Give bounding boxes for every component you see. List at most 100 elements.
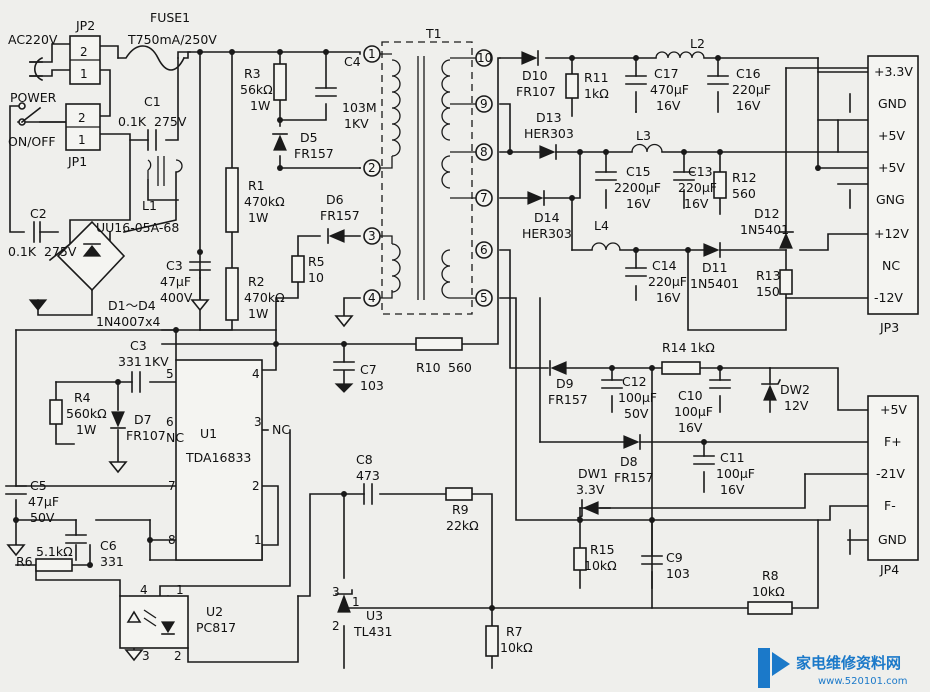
cap-c9: [641, 555, 663, 565]
label-ac220v: AC220V: [8, 32, 58, 47]
label-c5: C5: [30, 478, 47, 493]
label-dw2: DW2: [780, 382, 810, 397]
diode-d11: [703, 243, 720, 257]
zener-dw2: [763, 384, 777, 401]
label-r5: R5: [308, 254, 325, 269]
watermark: 家电维修资料网 www.520101.com: [758, 648, 908, 688]
svg-text:331: 331: [100, 554, 124, 569]
jp3-pin-3: +5V: [878, 128, 905, 143]
svg-text:1: 1: [352, 595, 360, 609]
svg-text:2: 2: [368, 161, 376, 175]
svg-text:560: 560: [448, 360, 472, 375]
svg-text:NC: NC: [272, 422, 290, 437]
label-d6: D6: [326, 192, 344, 207]
svg-text:470kΩ: 470kΩ: [244, 290, 285, 305]
jp3-pin-4: +5V: [878, 160, 905, 175]
diode-d5: [273, 134, 287, 151]
inductor-l2: [655, 51, 705, 59]
svg-text:103: 103: [666, 566, 690, 581]
resistor-r5: [291, 255, 305, 283]
svg-text:1: 1: [368, 47, 376, 61]
label-jp2: JP2: [75, 18, 95, 33]
resistor-r10: [415, 337, 463, 351]
diode-d14: [527, 191, 544, 205]
label-d13: D13: [536, 110, 562, 125]
inductors: [147, 51, 705, 251]
t1-pin-5: [475, 289, 493, 307]
svg-text:16V: 16V: [684, 196, 709, 211]
label-r8: R8: [762, 568, 779, 583]
resistor-r1: [225, 167, 239, 233]
svg-text:FR157: FR157: [294, 146, 334, 161]
cap-c10: [709, 379, 731, 389]
svg-text:10kΩ: 10kΩ: [584, 558, 617, 573]
svg-text:1: 1: [78, 133, 86, 147]
svg-text:1kΩ: 1kΩ: [584, 86, 609, 101]
svg-text:5: 5: [166, 367, 174, 381]
svg-text:HER303: HER303: [522, 226, 572, 241]
inductor-l3: [631, 143, 663, 153]
t1-pin-6: [475, 241, 493, 259]
svg-text:47μF: 47μF: [160, 274, 191, 289]
svg-text:3: 3: [254, 415, 262, 429]
label-d5: D5: [300, 130, 318, 145]
svg-text:16V: 16V: [720, 482, 745, 497]
t1-pin-3: [363, 227, 381, 245]
resistor-r9: [445, 487, 473, 501]
svg-text:473: 473: [356, 468, 380, 483]
jp3-pin-7: NC: [882, 258, 900, 273]
label-l3: L3: [636, 128, 651, 143]
label-jp4: JP4: [879, 562, 899, 577]
label-c8: C8: [356, 452, 373, 467]
svg-text:47μF: 47μF: [28, 494, 59, 509]
resistors: [35, 63, 793, 657]
svg-text:56kΩ: 56kΩ: [240, 82, 273, 97]
label-d10: D10: [522, 68, 548, 83]
diode-d12: [779, 232, 793, 249]
svg-text:FR157: FR157: [320, 208, 360, 223]
inductor-l4: [591, 242, 621, 251]
svg-text:220μF: 220μF: [732, 82, 771, 97]
svg-text:HER303: HER303: [524, 126, 574, 141]
resistor-r11: [565, 73, 579, 99]
label-l1: L1: [142, 198, 157, 213]
resistor-r6: [35, 558, 73, 572]
ic-u3: [337, 594, 351, 613]
svg-text:2: 2: [78, 111, 86, 125]
cap-c16: [707, 75, 729, 85]
svg-text:275V: 275V: [44, 244, 77, 259]
label-c15: C15: [626, 164, 651, 179]
jp3-pin-1: +3.3V: [874, 64, 913, 79]
label-c17: C17: [654, 66, 679, 81]
jp4-pin-5: GND: [878, 532, 907, 547]
label-d11: D11: [702, 260, 728, 275]
label-r15: R15: [590, 542, 615, 557]
svg-text:103M: 103M: [342, 100, 377, 115]
label-c7: C7: [360, 362, 377, 377]
svg-text:16V: 16V: [678, 420, 703, 435]
label-c12: C12: [622, 374, 647, 389]
diode-d6: [328, 229, 345, 243]
label-r7: R7: [506, 624, 523, 639]
svg-text:3: 3: [332, 585, 340, 599]
svg-text:TL431: TL431: [353, 624, 392, 639]
resistor-r3: [273, 63, 287, 101]
svg-text:TDA16833: TDA16833: [185, 450, 251, 465]
label-c3: C3: [166, 258, 183, 273]
svg-text:470kΩ: 470kΩ: [244, 194, 285, 209]
cap-c17: [625, 75, 647, 85]
label-jp1: JP1: [67, 154, 87, 169]
svg-text:4: 4: [252, 367, 260, 381]
junction-dots: [13, 49, 821, 611]
svg-text:1W: 1W: [250, 98, 270, 113]
label-c11: C11: [720, 450, 745, 465]
resistor-r8: [747, 601, 793, 615]
svg-text:6: 6: [166, 415, 174, 429]
svg-text:50V: 50V: [30, 510, 55, 525]
label-dw1: DW1: [578, 466, 608, 481]
jp4-pin-1: +5V: [880, 402, 907, 417]
resistor-r2: [225, 267, 239, 321]
cap-c7: [333, 361, 355, 385]
